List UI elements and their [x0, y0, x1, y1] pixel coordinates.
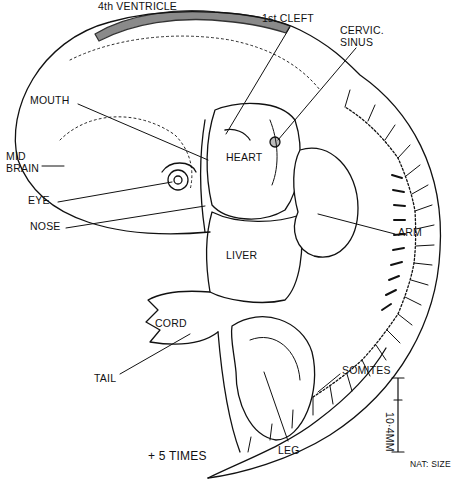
part-label: 4th VENTRICLE	[98, 0, 218, 12]
body-edge	[218, 332, 240, 452]
brain-outline	[70, 36, 320, 90]
eye-ring	[168, 170, 188, 190]
part-label: 1st CLEFT	[262, 12, 342, 24]
part-label: MOUTH	[30, 94, 90, 106]
part-label: CERVIC. SINUS	[340, 24, 390, 48]
scale-label: 10·4MM	[384, 412, 396, 472]
brain-outline	[60, 117, 192, 190]
heart-groove	[270, 120, 277, 185]
face-edge	[200, 120, 205, 232]
heart-outline	[207, 103, 300, 219]
part-label: MID BRAIN	[6, 150, 42, 174]
arm-bud	[294, 148, 358, 257]
eye-lens	[174, 176, 182, 184]
magnification-caption: + 5 TIMES	[148, 450, 258, 462]
part-label: ARM	[398, 226, 438, 238]
part-label: CORD	[155, 317, 205, 329]
leg-fold	[250, 337, 300, 380]
embryo-outline	[15, 12, 440, 478]
part-label: NOSE	[30, 220, 70, 232]
cord-stump	[146, 291, 218, 344]
part-label: LIVER	[226, 249, 276, 261]
scale-note: NAT: SIZE	[410, 458, 457, 470]
eyelid	[162, 163, 196, 172]
cleft	[225, 129, 250, 140]
leg-bud	[231, 317, 314, 440]
part-label: TAIL	[94, 372, 134, 384]
part-label: HEART	[226, 151, 276, 163]
part-label: EYE	[28, 194, 68, 206]
somite-ticks	[248, 90, 434, 452]
part-label: SOMITES	[342, 364, 412, 376]
hatching	[382, 175, 405, 310]
part-label: LEG	[278, 444, 318, 456]
leader-lines	[42, 27, 395, 441]
liver-outline	[206, 212, 301, 302]
